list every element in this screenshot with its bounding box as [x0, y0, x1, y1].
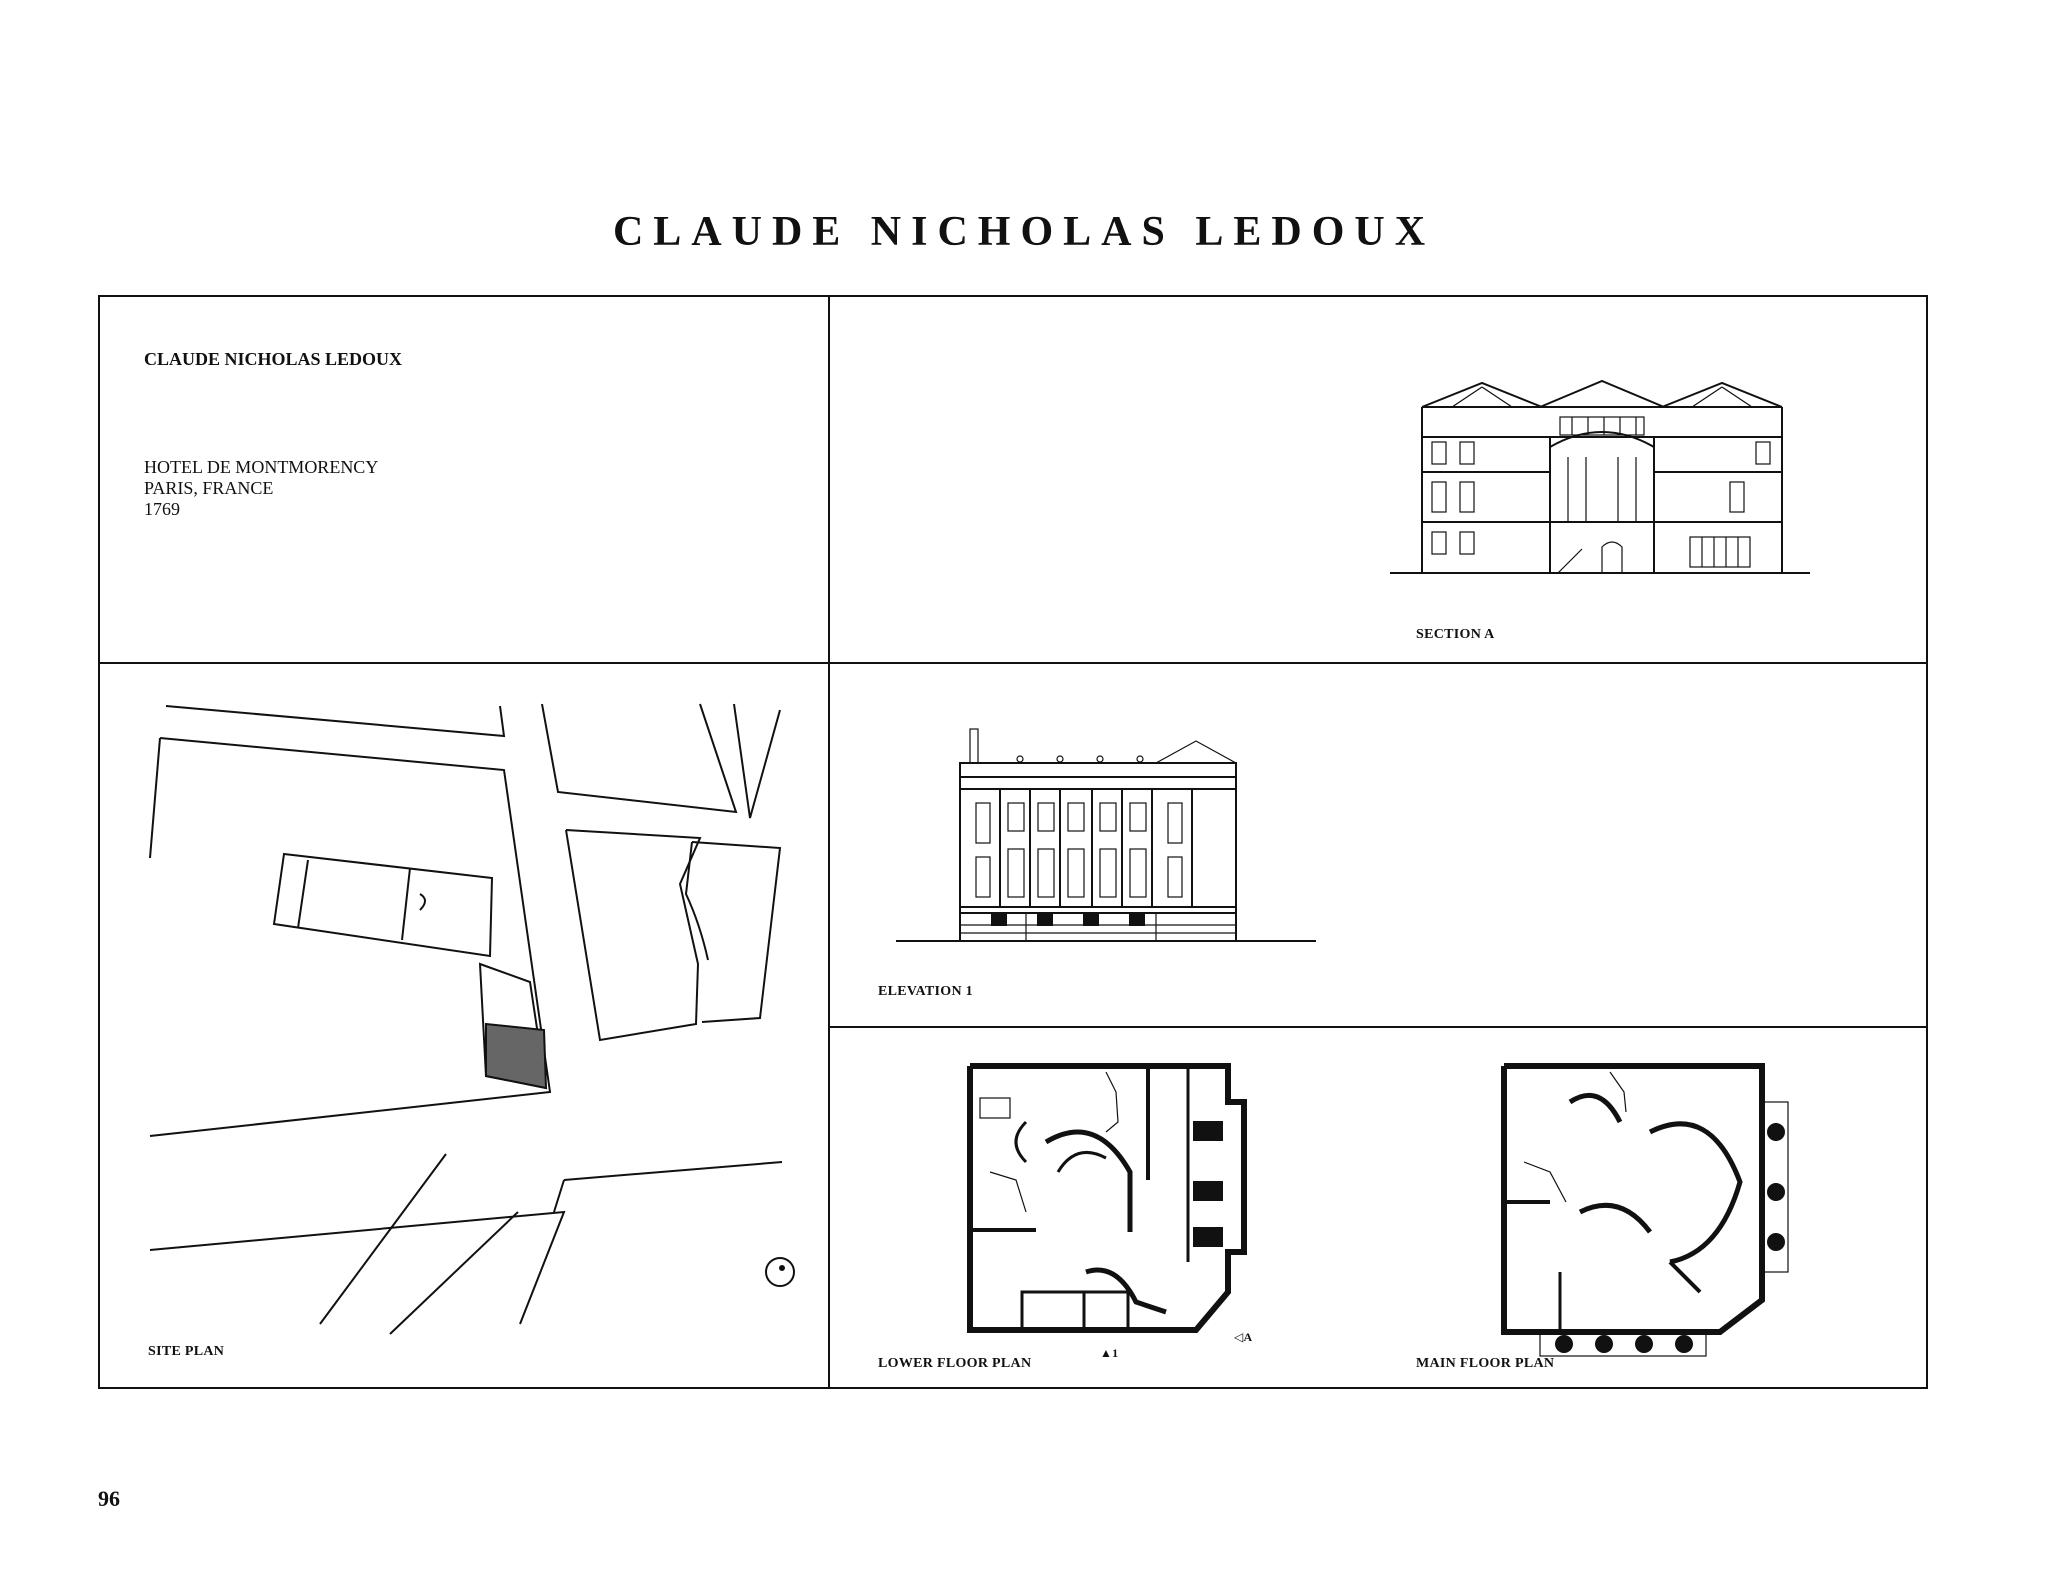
horizontal-divider [100, 662, 1926, 664]
page-title: CLAUDE NICHOLAS LEDOUX [612, 209, 1436, 255]
elevation-drawing [896, 728, 1316, 942]
lower-plan-marker: ▲1 [1100, 1346, 1119, 1360]
vertical-divider [828, 297, 830, 1387]
main-floor-plan-drawing [1501, 1063, 1789, 1357]
drawing-sheet: CLAUDE NICHOLAS LEDOUX HOTEL DE MONTMORE… [98, 295, 1928, 1389]
project-info: HOTEL DE MONTMORENCY PARIS, FRANCE 1769 [144, 457, 378, 520]
site-plan-panel: SITE PLAN [100, 664, 828, 1387]
lower-floor-plan-drawing [967, 1063, 1247, 1333]
section-drawing [1390, 379, 1810, 574]
building-name: HOTEL DE MONTMORENCY [144, 457, 379, 477]
floor-plans-panel: ▲1 ◁A LOWER FLOOR PLAN MAIN FLOOR PLAN [830, 1028, 1926, 1387]
lower-floor-plan-caption: LOWER FLOOR PLAN [878, 1356, 1032, 1371]
info-panel: CLAUDE NICHOLAS LEDOUX HOTEL DE MONTMORE… [100, 297, 828, 662]
building-year: 1769 [144, 499, 180, 519]
elevation-panel: ELEVATION 1 [830, 664, 1926, 1026]
page-number: 96 [98, 1486, 120, 1511]
building-location: PARIS, FRANCE [144, 478, 274, 498]
horizontal-divider-right [830, 1026, 1926, 1028]
section-marker: ◁A [1234, 1330, 1253, 1344]
section-panel: SECTION A [830, 297, 1926, 662]
site-plan-caption: SITE PLAN [148, 1344, 225, 1359]
main-floor-plan-caption: MAIN FLOOR PLAN [1416, 1356, 1555, 1371]
elevation-caption: ELEVATION 1 [878, 984, 973, 999]
architect-name: CLAUDE NICHOLAS LEDOUX [144, 349, 403, 369]
site-plan-drawing [149, 703, 795, 1335]
section-caption: SECTION A [1416, 627, 1495, 642]
